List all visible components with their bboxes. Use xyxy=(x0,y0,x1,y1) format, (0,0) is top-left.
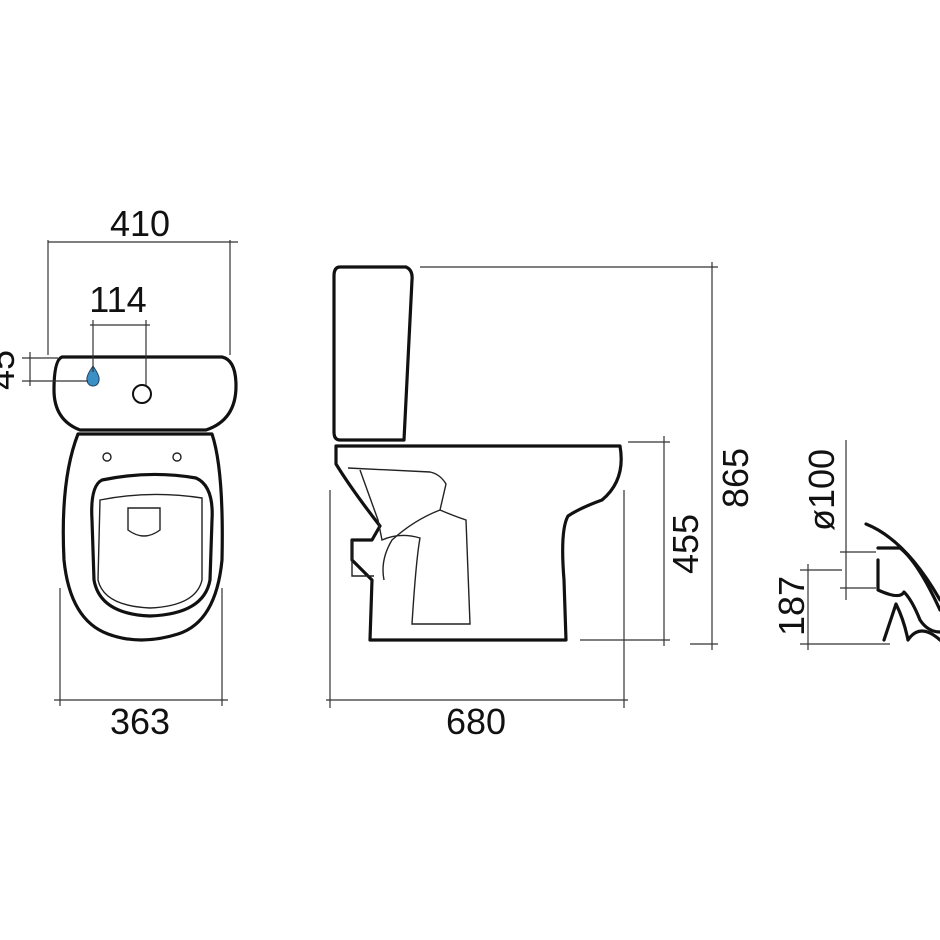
bowl-outline xyxy=(61,432,224,642)
top-view: 410 114 45 363 xyxy=(0,203,238,742)
drain-opening xyxy=(127,507,161,537)
dim-base-width: 363 xyxy=(110,701,170,742)
trapway-channel xyxy=(347,467,447,581)
outlet-detail-foot xyxy=(882,602,940,642)
dim-outlet-height: 187 xyxy=(771,576,812,636)
side-view: 680 455 865 xyxy=(326,262,756,742)
outlet-spigot xyxy=(351,540,374,577)
dim-top-width: 410 xyxy=(110,203,170,244)
cistern-top-outline xyxy=(52,355,238,432)
dim-inlet-offset: 45 xyxy=(0,350,22,390)
trapway-inner xyxy=(359,469,471,625)
cistern-side-outline xyxy=(332,265,414,442)
outlet-detail-inner xyxy=(876,546,940,612)
dim-seat-height: 455 xyxy=(665,514,706,574)
flush-button-hole xyxy=(132,384,152,404)
seat-inner-line xyxy=(97,493,203,609)
water-drop-icon xyxy=(86,365,100,387)
outlet-detail-lower xyxy=(876,558,940,634)
dim-total-height: 865 xyxy=(715,448,756,508)
bowl-side-outline xyxy=(334,444,623,642)
outlet-detail-view: ø100 187 xyxy=(771,440,940,650)
dim-inlet-spacing: 114 xyxy=(89,279,146,320)
hinge-hole-right xyxy=(172,452,182,462)
dim-total-depth: 680 xyxy=(446,701,506,742)
dim-outlet-diameter: ø100 xyxy=(801,449,842,531)
hinge-hole-left xyxy=(102,452,112,462)
seat-opening xyxy=(90,472,214,618)
